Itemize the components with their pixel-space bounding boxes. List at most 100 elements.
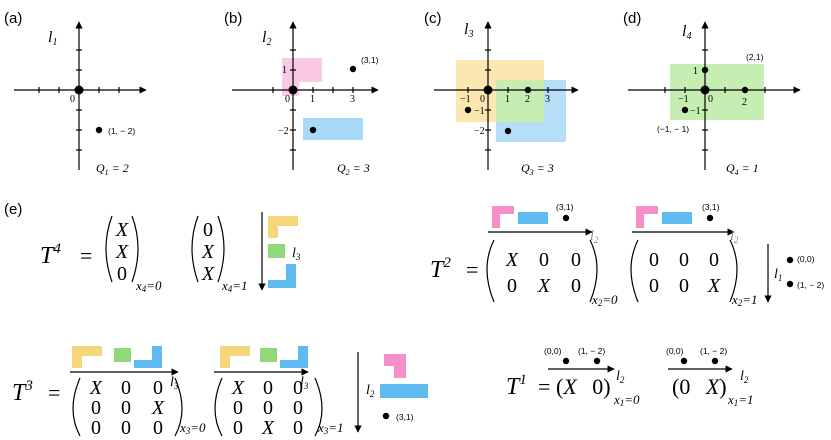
svg-text:0: 0 (679, 275, 689, 297)
eq-T4: T4 = X X 0 x4=0 0 X X x4=1 l3 (40, 212, 301, 294)
T1-m2-point-a (680, 357, 688, 365)
T3-m2-rparen (314, 377, 323, 437)
T3-m2-green (260, 348, 277, 362)
T3-m1-blue (134, 346, 162, 368)
T3-m1-yellow (72, 346, 102, 368)
panel-c-axis-label: l3 (464, 21, 473, 40)
panel-d-zero: 0 (708, 94, 713, 105)
svg-text:0: 0 (263, 397, 273, 419)
T4-yellow-shape (268, 216, 298, 238)
T4-m2-lparen (191, 215, 199, 283)
T4-m2-rparen (217, 215, 225, 283)
panel-b-q: Q2= 3 (337, 161, 370, 177)
svg-text:0: 0 (571, 249, 581, 271)
svg-text:X: X (201, 263, 215, 285)
svg-text:x3=1: x3=1 (317, 420, 344, 436)
panel-d-tick-2: 2 (742, 97, 747, 108)
panel-a-ticks (38, 49, 120, 151)
svg-text:0: 0 (91, 417, 101, 439)
T3-blue-shape (380, 384, 428, 398)
svg-text:0: 0 (121, 377, 131, 399)
panel-b-blue-block (303, 118, 363, 140)
panel-c-ytick-m2: −2 (474, 126, 485, 137)
panel-a-zero: 0 (70, 94, 75, 105)
svg-text:X: X (201, 241, 215, 263)
svg-text:(0,0): (0,0) (666, 346, 684, 356)
panel-c-point-m1-m1 (464, 106, 472, 114)
eq-T2: (3,1) l2 (3,1) l2 T2 = X 0 0 0 X 0 x2=0 … (430, 202, 824, 308)
panel-a-axis-label: l1 (48, 29, 57, 48)
svg-text:X: X (231, 377, 245, 399)
panel-b-ytick-m2: −2 (278, 126, 289, 137)
svg-text:0: 0 (121, 417, 131, 439)
panel-d-point-label-2-1: (2,1) (746, 52, 764, 62)
svg-text:(1, − 2): (1, − 2) (797, 280, 824, 290)
T2-m1-blue (518, 212, 548, 224)
T2-m2-lparen (630, 239, 639, 303)
T4-green-shape (268, 244, 285, 258)
svg-text:0: 0 (153, 377, 163, 399)
T2-m2-rparen (729, 239, 738, 303)
T4-eq: = (80, 243, 92, 268)
panel-e: (e) T4 = X X 0 x4=0 0 X X x4=1 l3 (4, 201, 824, 439)
panel-c-tick-1: 1 (505, 94, 510, 105)
T1-m1: (X 0) (556, 374, 611, 399)
panel-c-green-block (496, 80, 544, 122)
panel-b: (b) l2 0 1 3 1 −2 (3,1) Q2= 3 (224, 10, 379, 177)
T4-blue-shape (268, 264, 296, 288)
panel-b-ytick-1: 1 (282, 65, 287, 76)
panel-a-q: Q1= 2 (96, 161, 129, 177)
svg-text:l2: l2 (740, 369, 749, 385)
T3-m1-rparen (174, 377, 183, 437)
T3-m1-green (114, 348, 131, 362)
svg-text:0: 0 (203, 219, 213, 241)
T4-symbol: T4 (40, 241, 61, 269)
panel-c-q: Q3= 3 (521, 161, 554, 177)
svg-text:0: 0 (293, 397, 303, 419)
panel-d-ytick-m1: −1 (690, 106, 701, 117)
panel-d-origin-dot (700, 85, 710, 95)
svg-text:0: 0 (91, 397, 101, 419)
panel-d-axis-label: l4 (682, 23, 691, 42)
svg-text:0: 0 (293, 377, 303, 399)
svg-text:0: 0 (679, 249, 689, 271)
T3-m2-yellow (220, 346, 250, 368)
svg-text:x2=1: x2=1 (731, 292, 758, 308)
svg-text:0: 0 (233, 397, 243, 419)
eq-T3: l3 l3 T3 = X 0 0 0 0 X 0 0 0 x3=0 X 0 0 (12, 346, 428, 439)
panel-c-tick-m1: −1 (460, 94, 471, 105)
svg-text:=: = (48, 380, 60, 405)
T2-m1-point (562, 214, 570, 222)
panel-b-point-3-1 (349, 65, 357, 73)
svg-text:0: 0 (709, 249, 719, 271)
panel-d-point-m1-m1 (681, 106, 689, 114)
panel-b-axis-label: l2 (262, 29, 271, 48)
panel-a-origin-dot (74, 85, 84, 95)
panel-c-point-2-0 (524, 86, 532, 94)
panel-b-origin-dot (288, 85, 298, 95)
svg-text:0: 0 (649, 249, 659, 271)
panel-b-ticks (272, 49, 354, 151)
T2-m2-pink (636, 206, 658, 228)
svg-text:0: 0 (539, 249, 549, 271)
svg-text:X: X (115, 219, 129, 241)
svg-text:0: 0 (153, 417, 163, 439)
svg-text:0: 0 (293, 417, 303, 439)
panel-e-tag: (e) (4, 201, 22, 218)
T4-l3-label: l3 (292, 246, 301, 262)
T2-m1-rparen (589, 239, 598, 303)
svg-text:=: = (466, 257, 478, 282)
panel-c-tick-2: 2 (525, 94, 530, 105)
panel-a-tag: (a) (4, 10, 22, 27)
panel-d-tag: (d) (623, 10, 641, 27)
panel-b-point-1-m2 (309, 126, 317, 134)
svg-text:l2: l2 (590, 229, 599, 245)
T3-m1-lparen (72, 377, 81, 437)
svg-text:l2: l2 (616, 369, 625, 385)
svg-text:X: X (89, 377, 103, 399)
panel-c-origin-dot (483, 85, 493, 95)
panel-b-point-label: (3,1) (361, 55, 379, 65)
panel-b-tick-1: 1 (310, 94, 315, 105)
svg-text:X: X (115, 241, 129, 263)
svg-text:(0,0): (0,0) (797, 254, 815, 264)
